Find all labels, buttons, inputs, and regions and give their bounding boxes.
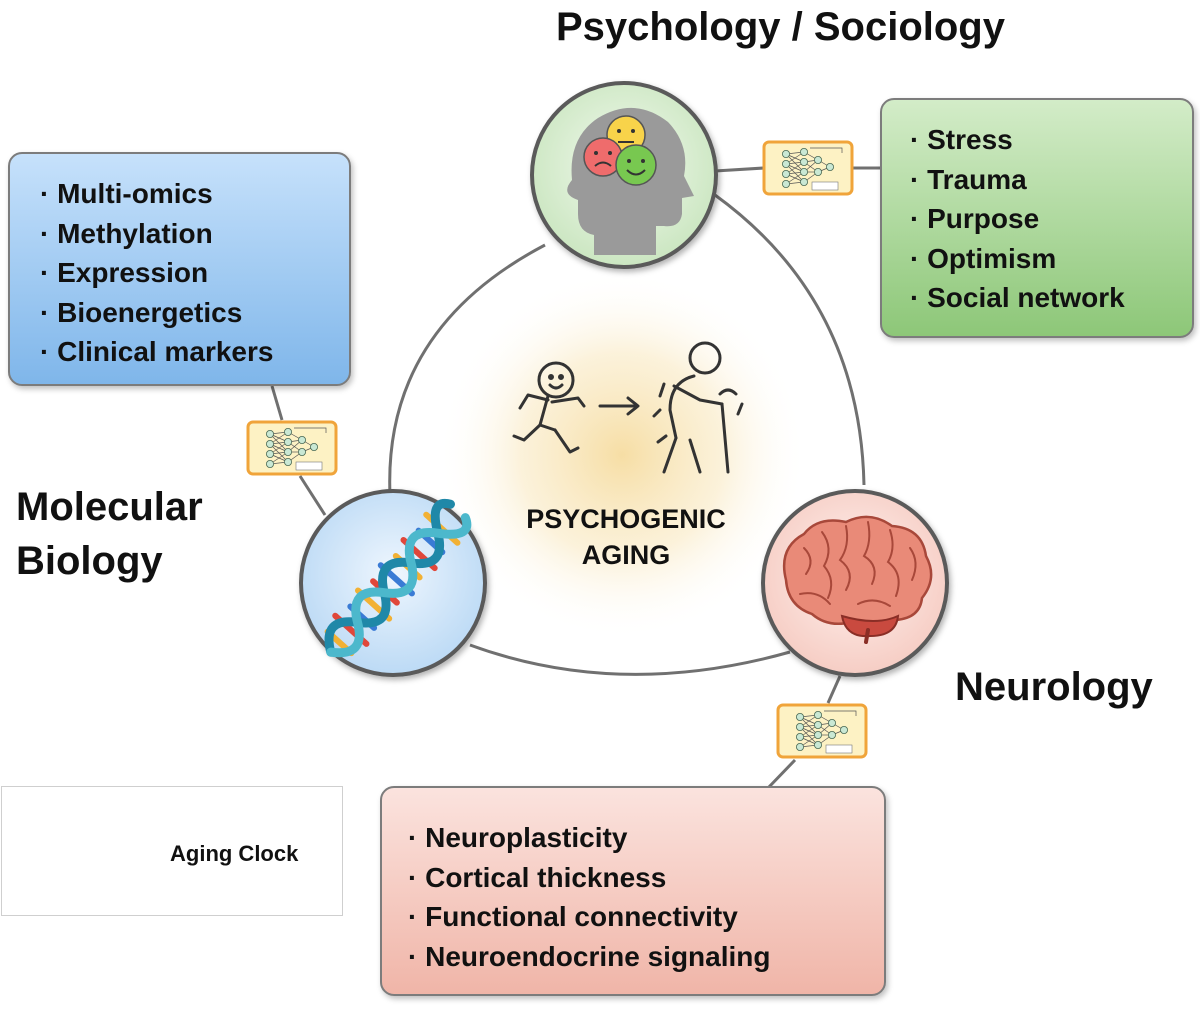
heading-molecular-line1: Molecular — [16, 485, 203, 529]
center-title-line1: PSYCHOGENIC — [526, 504, 726, 534]
neurology-features-box: Neuroplasticity Cortical thickness Funct… — [380, 786, 886, 996]
legend-label: Aging Clock — [170, 841, 299, 866]
head-with-emotions-icon — [567, 107, 694, 256]
connector-psych-to-clock — [714, 166, 765, 173]
list-item: Purpose — [910, 199, 1192, 239]
center-glow — [437, 270, 807, 640]
list-item: Methylation — [40, 214, 349, 254]
legend: Aging Clock — [1, 786, 343, 916]
list-item: Trauma — [910, 160, 1192, 200]
list-item: Optimism — [910, 239, 1192, 279]
dna-helix-icon — [324, 498, 472, 658]
aging-clock-neuro[interactable] — [776, 703, 868, 759]
aging-cycle-triangle — [388, 193, 866, 676]
connector-clock-to-neuro-box — [766, 758, 797, 790]
list-item: Functional connectivity — [408, 897, 884, 937]
connector-molecular-box-to-clock — [270, 385, 284, 421]
aging-clock-molecular[interactable] — [246, 420, 338, 476]
aging-clock-psych[interactable] — [762, 140, 854, 196]
list-item: Stress — [910, 120, 1192, 160]
list-item: Expression — [40, 253, 349, 293]
list-item: Bioenergetics — [40, 293, 349, 333]
heading-neurology: Neurology — [955, 665, 1153, 709]
connector-neuro-to-clock — [826, 675, 842, 704]
heading-molecular: Molecular Biology — [16, 480, 203, 588]
connector-clock-to-molecular — [298, 475, 327, 516]
molecular-features-box: Multi-omics Methylation Expression Bioen… — [8, 152, 351, 386]
heading-psychology: Psychology / Sociology — [556, 5, 1005, 49]
list-item: Multi-omics — [40, 174, 349, 214]
connector-lines — [270, 166, 882, 790]
list-item: Neuroplasticity — [408, 818, 884, 858]
list-item: Clinical markers — [40, 332, 349, 372]
list-item: Social network — [910, 278, 1192, 318]
list-item: Neuroendocrine signaling — [408, 937, 884, 977]
brain-icon — [782, 515, 933, 644]
center-title-line2: AGING — [582, 540, 671, 570]
psychology-features-box: Stress Trauma Purpose Optimism Social ne… — [880, 98, 1194, 338]
list-item: Cortical thickness — [408, 858, 884, 898]
child-to-elder-icon — [512, 341, 744, 474]
heading-molecular-line2: Biology — [16, 539, 163, 583]
